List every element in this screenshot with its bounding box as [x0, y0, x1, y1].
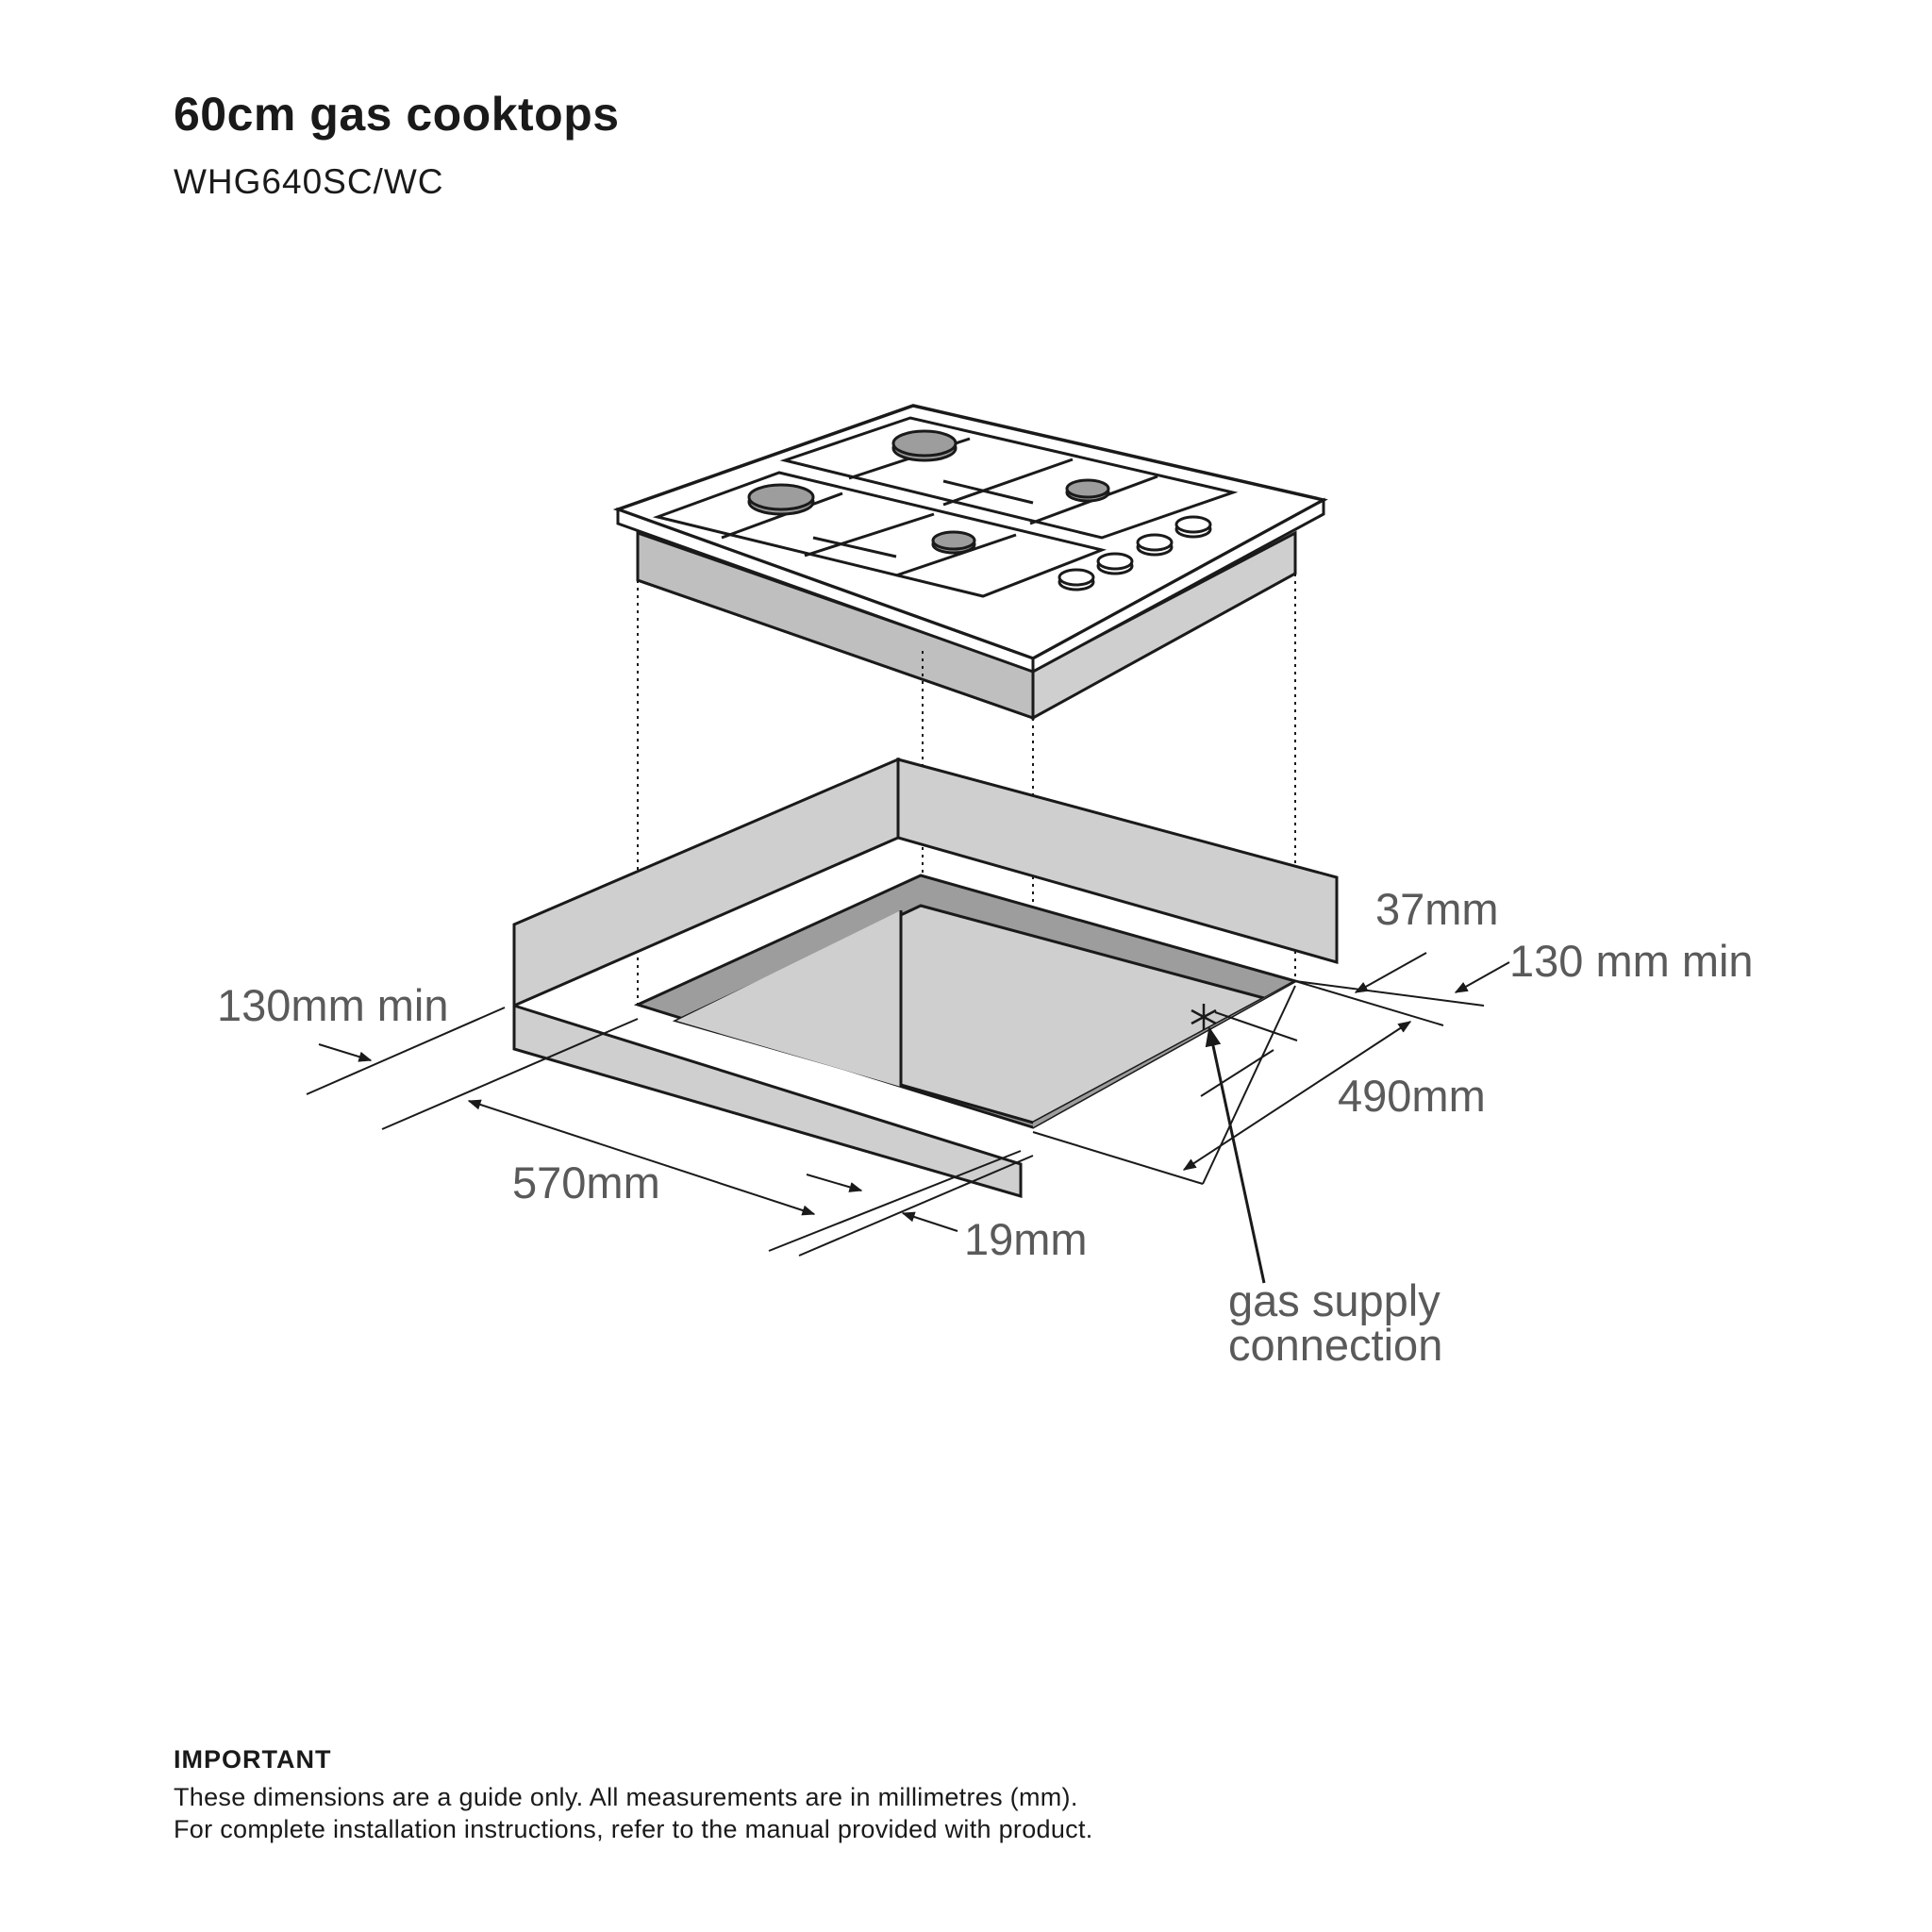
page-title: 60cm gas cooktops [174, 88, 620, 141]
label-width-570mm: 570mm [512, 1158, 660, 1208]
trivet-front [652, 471, 1108, 598]
model-number: WHG640SC/WC [174, 162, 444, 201]
label-gas-connection: connection [1228, 1320, 1442, 1370]
cooktop-unit [612, 404, 1328, 721]
benchtop-cutout [512, 757, 1339, 1198]
left-wall [512, 757, 900, 1008]
important-note-line-1: These dimensions are a guide only. All m… [174, 1783, 1078, 1811]
label-side-clearance: 130mm min [217, 980, 449, 1030]
control-knob-icon [1174, 515, 1212, 539]
important-heading: IMPORTANT [174, 1745, 332, 1774]
burner-icon [931, 530, 976, 555]
control-knob-icon [1136, 533, 1174, 557]
trivet-back [779, 416, 1239, 540]
label-depth-37mm: 37mm [1375, 884, 1499, 934]
label-gas-supply: gas supply [1228, 1275, 1441, 1325]
gas-connection-asterisk-icon [1191, 1004, 1217, 1030]
burner-icon [747, 483, 815, 516]
burner-icon [891, 429, 958, 462]
label-rear-clearance: 130 mm min [1509, 936, 1754, 986]
label-depth-490mm: 490mm [1338, 1071, 1486, 1121]
cooktop-top-edge-right [1031, 497, 1325, 675]
important-note-line-2: For complete installation instructions, … [174, 1815, 1093, 1843]
control-knob-icon [1096, 552, 1134, 575]
control-knob-icon [1058, 568, 1095, 591]
burner-icon [1065, 478, 1110, 503]
dimension-lines [306, 952, 1510, 1284]
cutout-inner-back [676, 910, 901, 1087]
label-front-19mm: 19mm [964, 1214, 1088, 1264]
